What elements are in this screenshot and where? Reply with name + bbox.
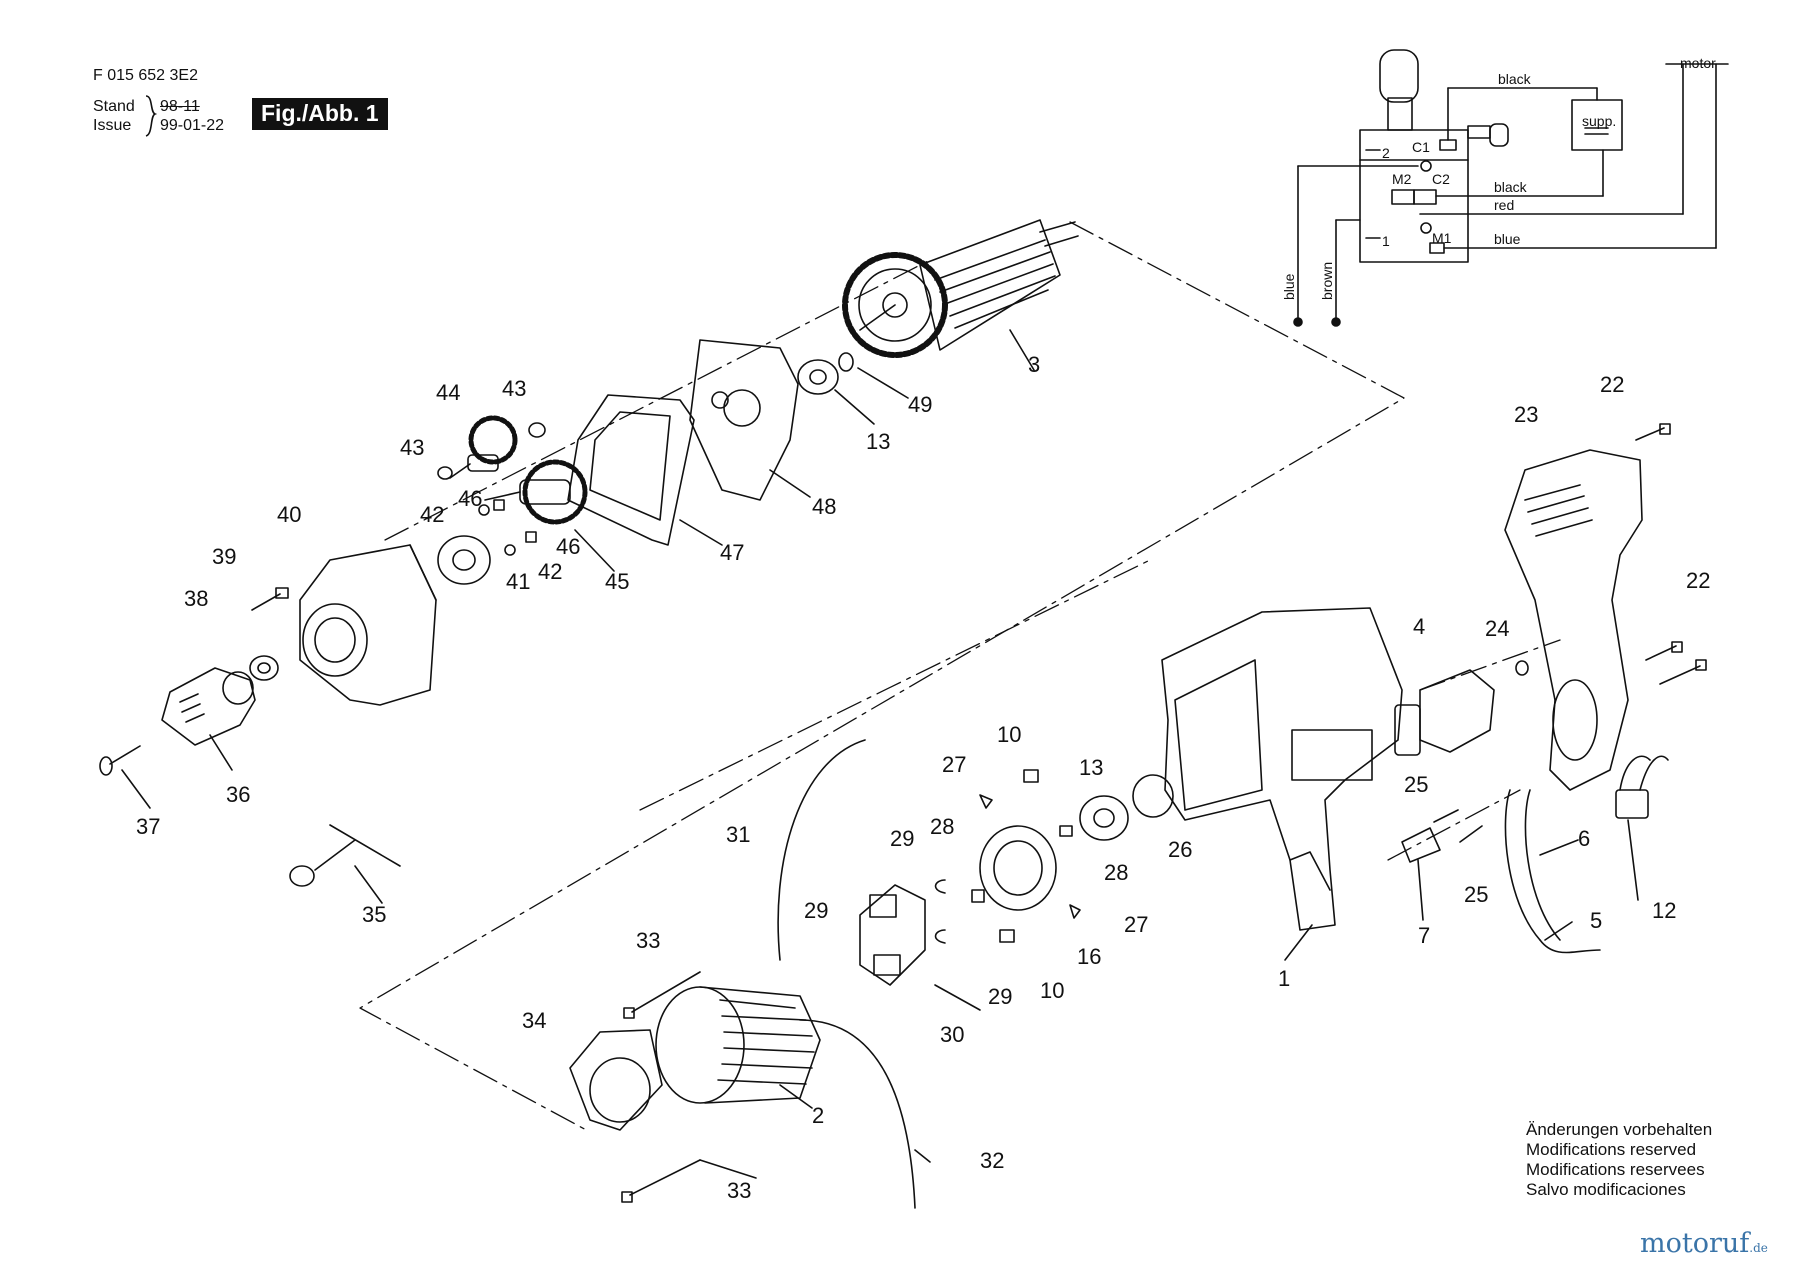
- figure-badge: Fig./Abb. 1: [252, 98, 388, 130]
- modifications-notes: Änderungen vorbehalten Modifications res…: [1526, 1120, 1712, 1200]
- stand-label: Stand: [93, 98, 135, 115]
- motoruf-watermark: motoruf.de: [1640, 1228, 1768, 1259]
- watermark-name: motoruf: [1640, 1228, 1750, 1259]
- issue-date: 99-01-22: [160, 117, 225, 134]
- wiring-diagram: [1297, 49, 1729, 323]
- brace-icon: [145, 95, 158, 137]
- armature-part: [842, 219, 1079, 358]
- watermark-tld: .de: [1749, 1241, 1768, 1255]
- note-de: Änderungen vorbehalten: [1526, 1120, 1713, 1139]
- note-en: Modifications reserved: [1526, 1140, 1697, 1159]
- note-es: Salvo modificaciones: [1526, 1180, 1686, 1199]
- stand-date: 98-11: [160, 98, 200, 115]
- issue-label: Issue: [93, 117, 132, 134]
- document-code: F 015 652 3E2: [93, 67, 198, 84]
- note-fr: Modifications reservees: [1526, 1160, 1705, 1179]
